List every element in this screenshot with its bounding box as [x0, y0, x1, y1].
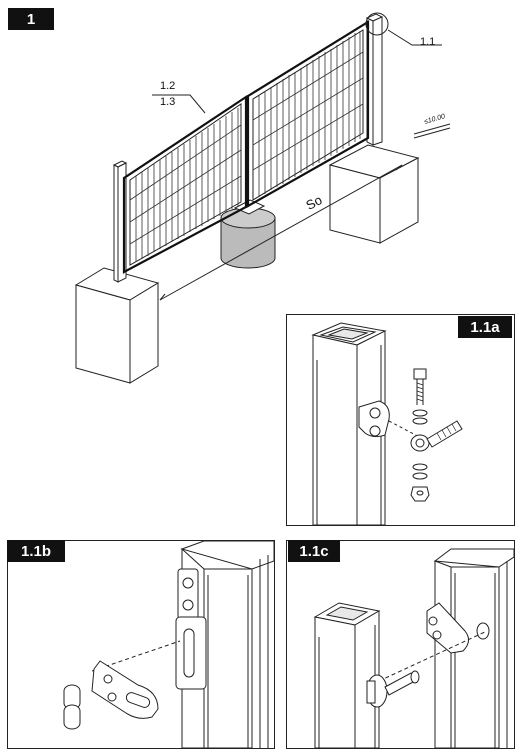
hinge-bolts [63, 684, 81, 730]
dimension-line-so [159, 164, 403, 301]
main-gate-drawing [74, 12, 451, 384]
gap-marker [413, 123, 451, 139]
detail-panel-1-1a [286, 314, 515, 526]
detail-1-1a-drawing [311, 322, 463, 525]
callout-label-1-2: 1.2 [160, 80, 176, 92]
gate-mesh-horizontal [129, 51, 364, 245]
detail-1-1b-drawing [63, 541, 274, 748]
gate-mesh [135, 31, 361, 262]
left-foundation-block [74, 267, 160, 384]
detail-tag-1-1c: 1.1c [288, 540, 340, 562]
detail-panel-1-1c [286, 540, 515, 749]
center-gate-stop [220, 199, 276, 269]
step-tag-1: 1 [8, 8, 54, 30]
detail-tag-1-1a: 1.1a [458, 316, 512, 338]
callout-label-1-1: 1.1 [420, 36, 436, 48]
detail-tag-1-1b: 1.1b [7, 540, 65, 562]
right-foundation-block [328, 144, 420, 244]
gate-leaf-right [246, 20, 370, 208]
callout-circle-1-1 [365, 12, 389, 36]
detail-panel-1-1b [7, 540, 275, 749]
callout-label-1-3: 1.3 [160, 96, 176, 108]
gate-leaf-left [122, 94, 248, 274]
detail-1-1c-drawing [313, 548, 514, 748]
right-gate-post [365, 13, 384, 146]
